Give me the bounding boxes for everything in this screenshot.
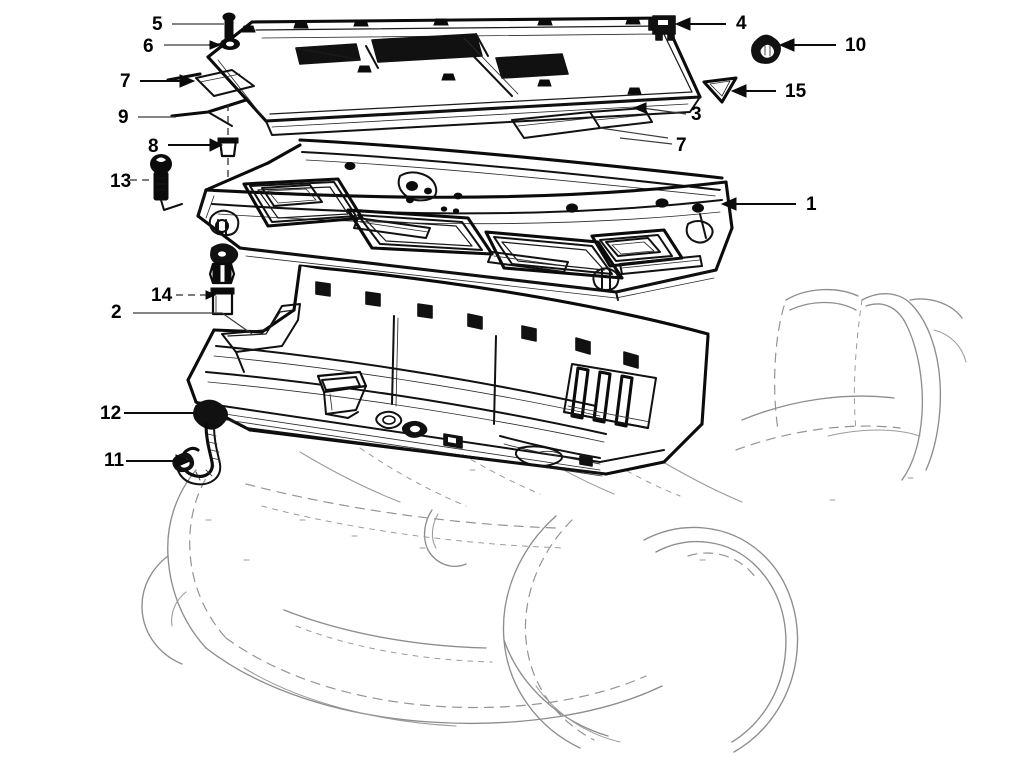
hood-louver-group-center [365,33,489,69]
callout-leader-lines [124,17,836,468]
callout-label-4[interactable]: 4 [736,13,747,34]
callout-label-6[interactable]: 6 [143,36,154,57]
ghost-car-body [141,288,967,753]
callout-label-1[interactable]: 1 [806,194,817,215]
part-lock-striker-clip [648,15,676,41]
callout-label-11[interactable]: 11 [104,450,125,471]
callout-label-7[interactable]: 7 [120,71,131,92]
part-hood-stopper-wedge [702,76,738,104]
part-cowl-top-panel [186,264,710,477]
hood-panel-studs [241,17,642,95]
callout-label-8[interactable]: 8 [148,136,159,157]
callout-label-7-secondary[interactable]: 7 [676,135,687,156]
part-hood-grommet [217,104,239,192]
cowl-drain-holes [375,410,463,449]
callout-label-2[interactable]: 2 [111,302,122,323]
callout-label-9[interactable]: 9 [118,107,129,128]
part-hood-outer-panel [206,16,702,136]
part-release-cable-hook [172,422,222,486]
part-hood-hinge-pin [222,12,236,42]
part-hood-hinge-bolt [150,154,183,211]
cowl-wiper-box-recess [316,370,368,419]
callout-label-3[interactable]: 3 [691,104,702,125]
callout-label-15[interactable]: 15 [785,81,807,102]
callout-label-10[interactable]: 10 [845,35,867,56]
callout-label-14[interactable]: 14 [151,285,173,306]
part-hood-bumper-rubber [751,34,781,64]
callout-label-13[interactable]: 13 [110,171,132,192]
part-weatherstrip-seal-right [511,107,669,139]
part-release-cable-clamp [193,399,228,430]
part-hood-inner-reinforcement-panel [196,138,734,301]
hood-louver-group-right [495,53,569,79]
callout-label-5[interactable]: 5 [152,14,163,35]
callout-label-12[interactable]: 12 [100,403,122,424]
part-seal-retainer [170,98,248,127]
hood-louver-group-left [295,43,361,65]
latch-detail-cluster [397,171,463,214]
part-cowl-mounting-hardware-stack [208,243,239,316]
cowl-vent-grille-right [563,363,657,429]
cowl-mounting-tabs [315,281,639,369]
part-hood-hinge-washer [220,38,240,50]
